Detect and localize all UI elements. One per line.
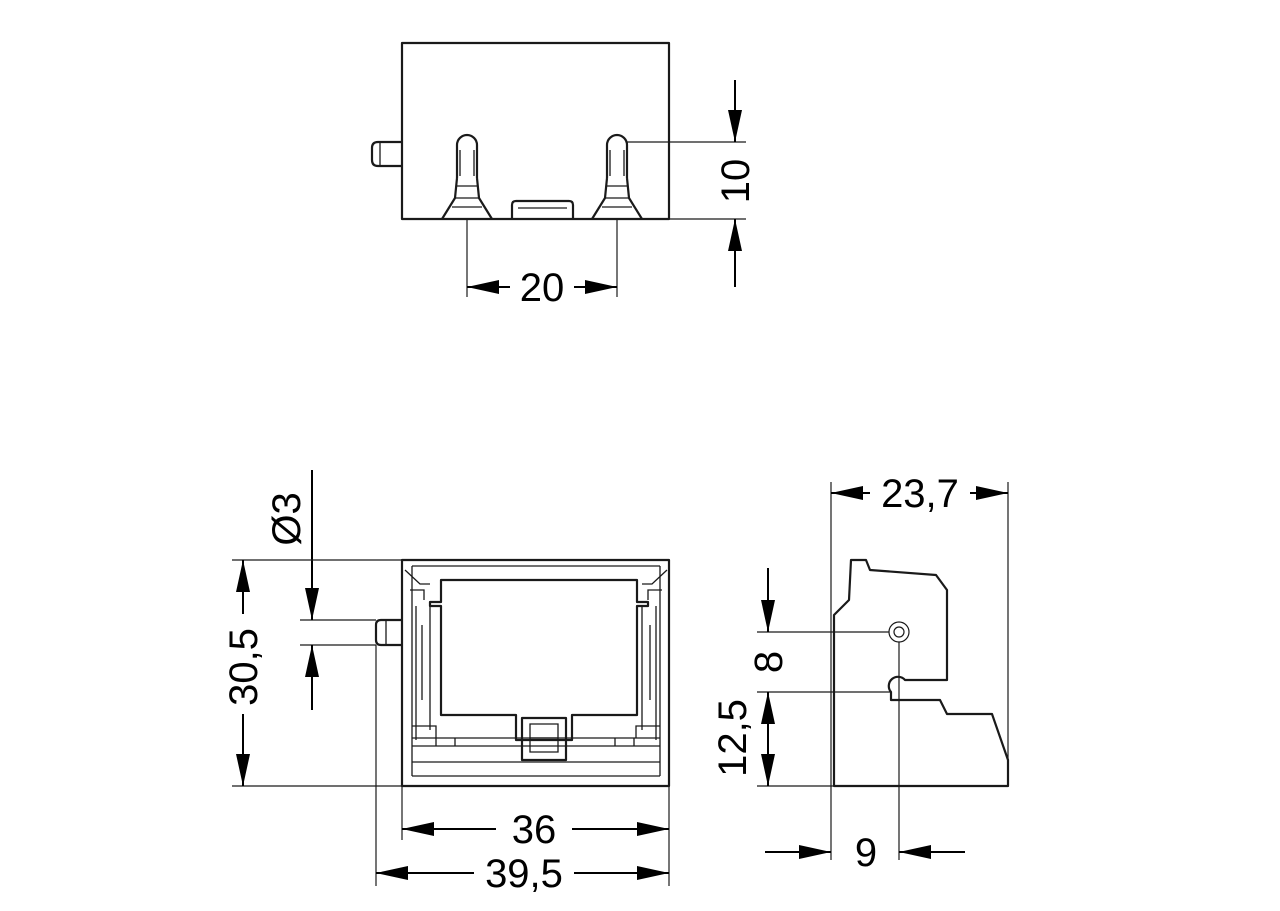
dim-label-39-5: 39,5 <box>485 852 563 896</box>
dim-side-hole-offset: 8 <box>747 568 891 693</box>
side-view-mount-hole <box>888 621 910 643</box>
dim-top-pin-pitch: 20 <box>466 219 618 310</box>
dim-label-20: 20 <box>520 266 565 310</box>
dim-label-12-5: 12,5 <box>711 699 755 777</box>
dim-front-height: 30,5 <box>222 559 402 787</box>
dim-label-8: 8 <box>747 651 791 673</box>
front-view-side-pin <box>374 618 402 647</box>
dim-label-36: 36 <box>512 808 557 852</box>
dim-label-9: 9 <box>855 831 877 875</box>
dim-front-overall-width: 39,5 <box>375 645 669 896</box>
front-view-latch <box>520 716 568 762</box>
top-view-center-tab <box>510 199 575 219</box>
dim-side-hole-inset: 9 <box>765 642 965 875</box>
top-view: 20 10 <box>370 41 758 310</box>
dim-side-lower-offset: 12,5 <box>711 692 834 787</box>
dim-label-diameter-3: Ø3 <box>265 492 309 545</box>
dim-top-pin-length: 10 <box>627 80 758 287</box>
side-view: 23,7 8 12,5 9 <box>711 472 1010 875</box>
top-view-side-pin <box>370 140 402 168</box>
front-view: Ø3 30,5 36 39,5 <box>222 470 671 896</box>
dim-label-10: 10 <box>714 159 758 204</box>
top-view-body <box>400 41 671 221</box>
front-view-body <box>400 558 671 788</box>
dim-label-23-7: 23,7 <box>881 472 959 516</box>
side-view-profile <box>832 558 1010 788</box>
front-view-window <box>428 578 650 742</box>
dim-front-pin-diameter: Ø3 <box>265 470 376 710</box>
dim-side-depth: 23,7 <box>830 472 1009 860</box>
top-view-left-pin <box>441 133 493 220</box>
top-view-right-pin <box>591 133 643 220</box>
dim-label-30-5: 30,5 <box>222 628 266 706</box>
dim-front-body-width: 36 <box>401 786 670 886</box>
